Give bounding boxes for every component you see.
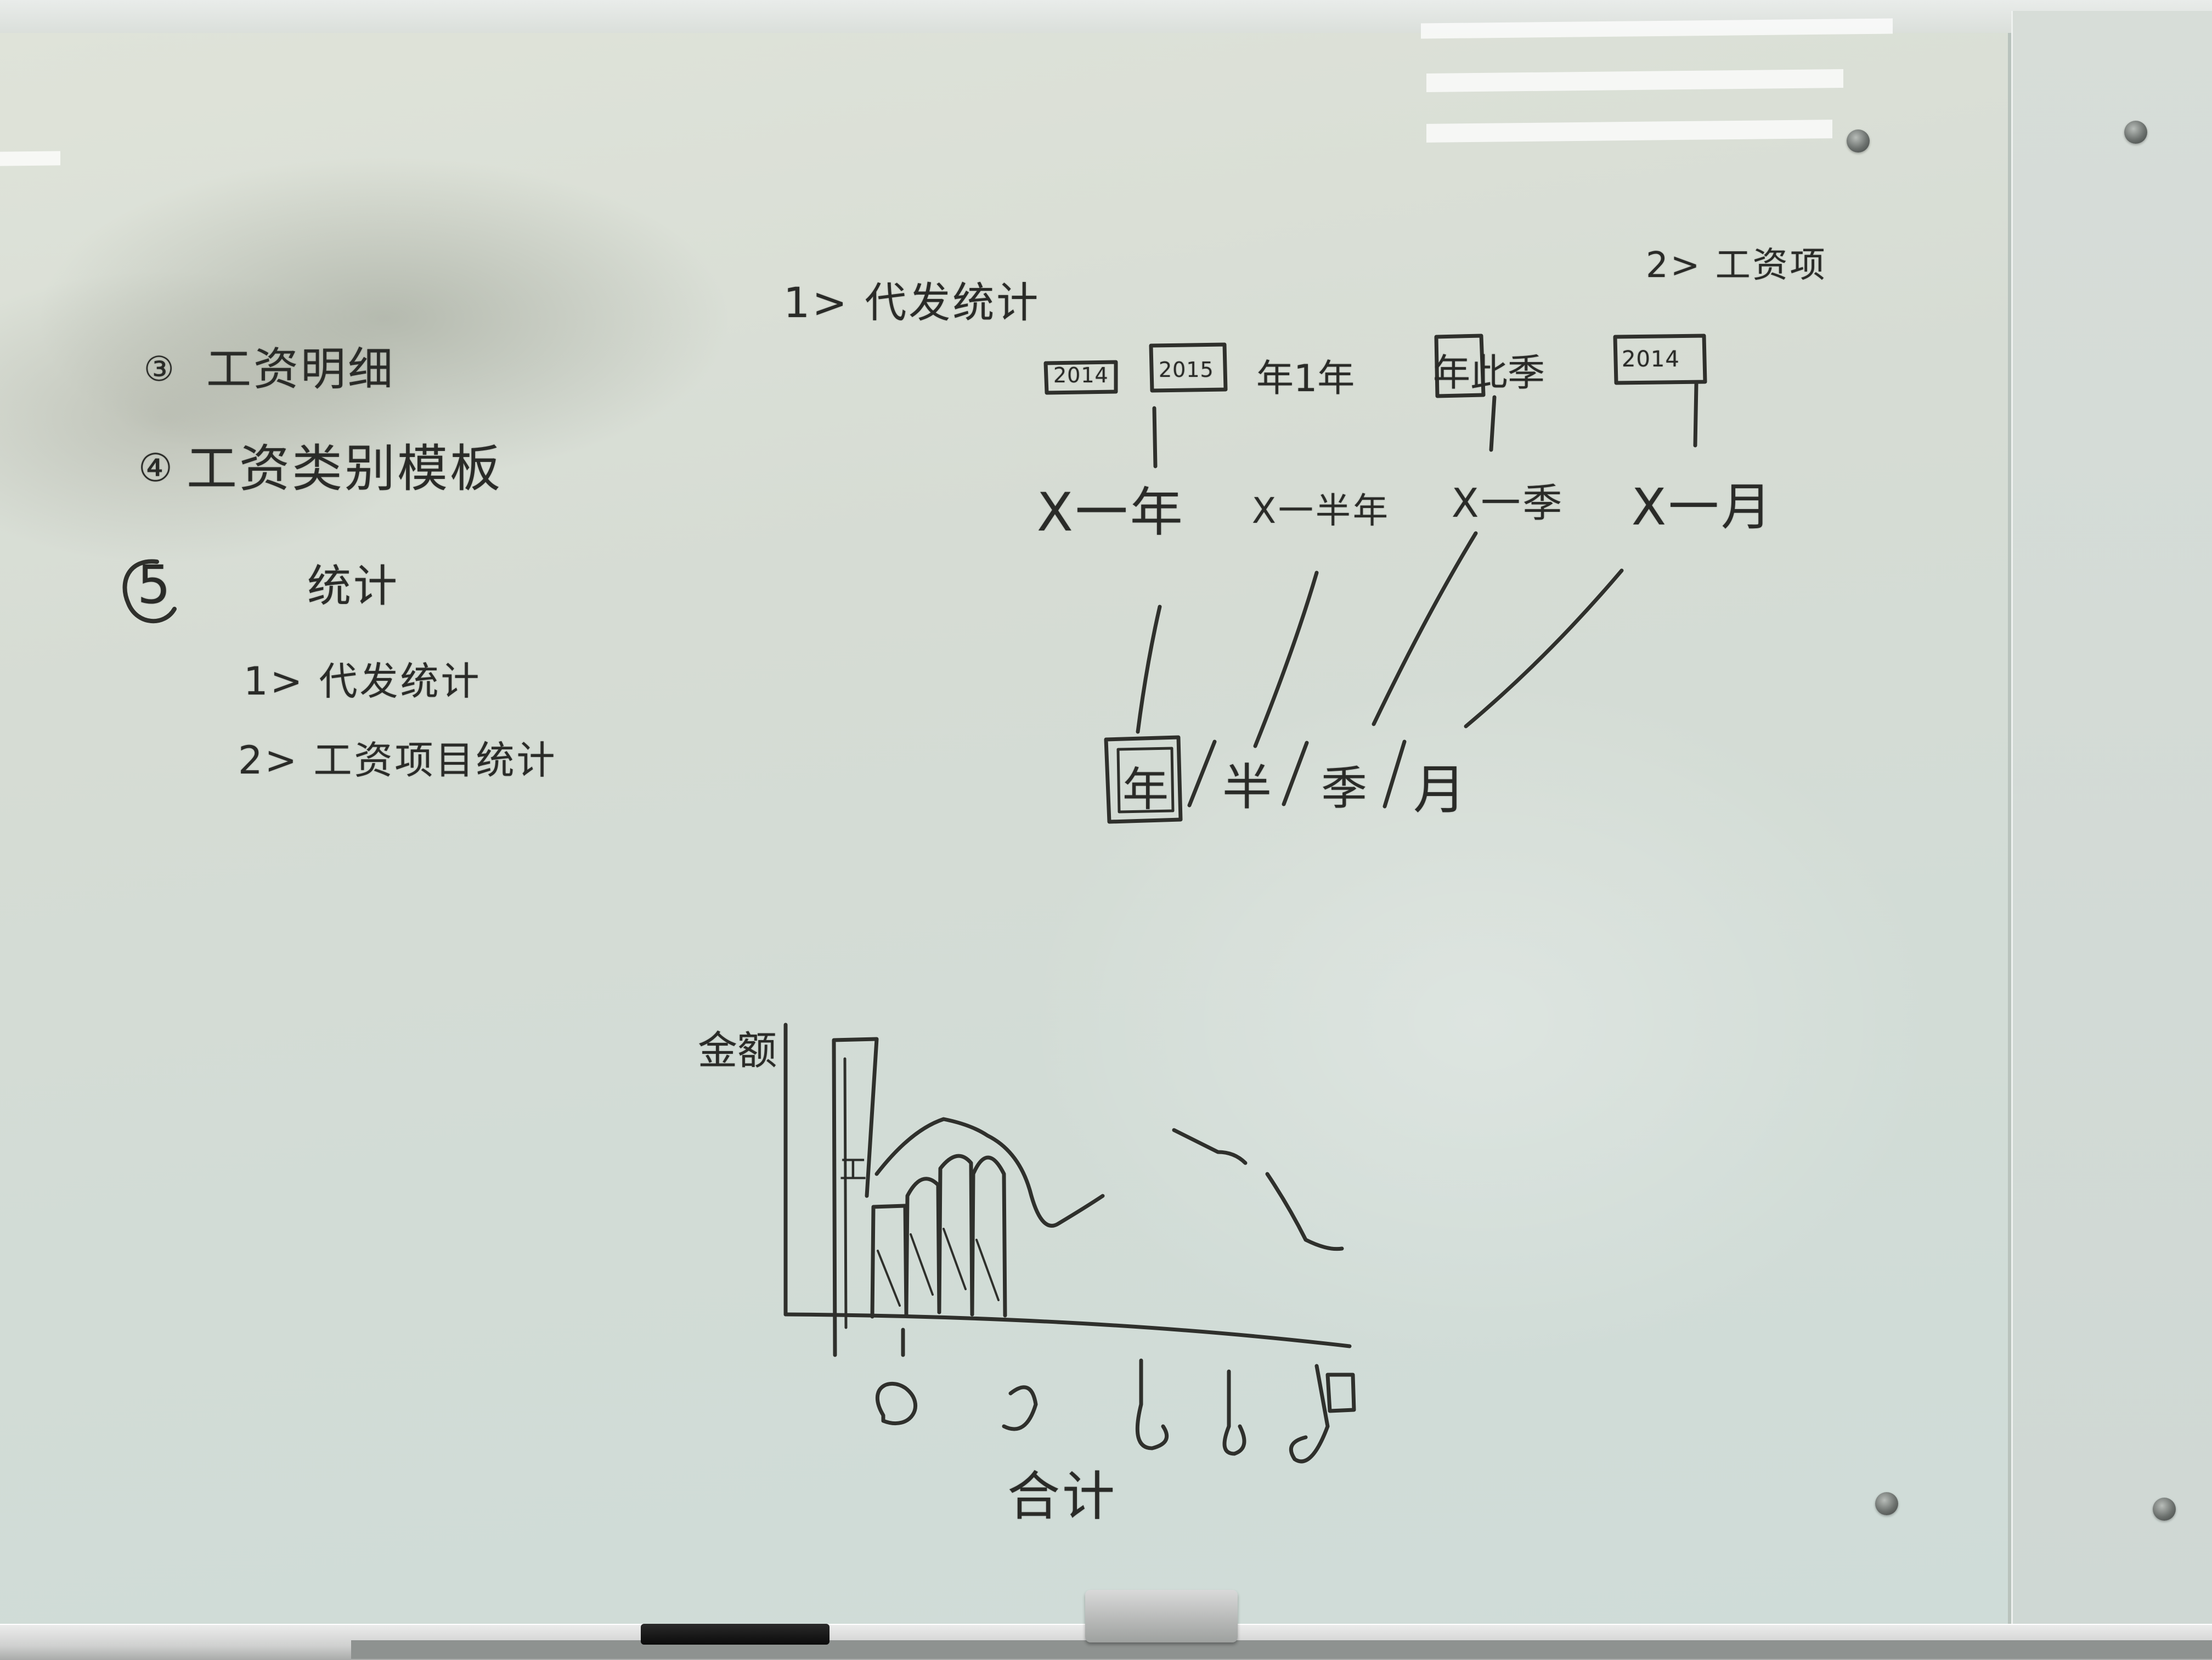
filter-box-1a (1043, 360, 1118, 395)
filter-box-3-label: 年此季 (1433, 352, 1545, 395)
sketch-chart-xlabel: 合计 (1007, 1466, 1117, 1527)
connector-line (1693, 382, 1699, 448)
list-sub-item-2: 2> 工资项目统计 (238, 738, 557, 783)
filter-box-1b-label: 2015 (1159, 358, 1214, 382)
x-label-month: X一月 (1632, 478, 1774, 537)
filter-box-2-label: 年1年 (1256, 357, 1355, 400)
slash-separator (1383, 739, 1407, 809)
list-item-4-text: 工资类别模板 (187, 439, 503, 498)
sketch-chart-bar (870, 1204, 909, 1319)
period-option-year-box-inner (1116, 747, 1175, 814)
slash-separator (1187, 739, 1217, 808)
sketch-chart-hatch (877, 1228, 1000, 1307)
list-marker-5: 5 (137, 554, 173, 616)
connector-line (1372, 531, 1478, 726)
list-item-3-text: 工资明细 (206, 343, 396, 396)
sketch-chart-tick-mark (1135, 1358, 1169, 1450)
sketch-chart-inner-line (843, 1057, 848, 1329)
mounting-bolt (1875, 1492, 1898, 1515)
sketch-chart-trend-curve (1172, 1128, 1248, 1165)
connector-line (1253, 571, 1319, 748)
sketch-chart-bar (937, 1154, 974, 1317)
sketch-chart-trend-curve (1265, 1172, 1344, 1251)
period-option-half: 半 (1222, 759, 1274, 816)
mounting-bolt (2124, 121, 2147, 144)
filter-box-4 (1613, 334, 1707, 385)
sketch-chart-trend-curve (874, 1117, 1105, 1228)
corner-note: 2> 工资项 (1646, 245, 1827, 286)
mounting-bolt (1847, 129, 1870, 153)
period-option-year-box (1104, 735, 1183, 824)
x-label-year: X一年 (1037, 482, 1185, 543)
sketch-chart-tall-bar (832, 1037, 879, 1357)
list-item-5-text: 统计 (307, 561, 399, 612)
period-option-month: 月 (1413, 759, 1468, 821)
sketch-chart-bar (970, 1155, 1007, 1318)
list-sub-item-1: 1> 代发统计 (244, 659, 482, 704)
sketch-chart-tick-mark (1002, 1385, 1038, 1431)
slash-separator (1282, 741, 1309, 806)
sketch-chart-bar-mark: 工 (839, 1154, 869, 1185)
connector-line (1152, 406, 1158, 468)
sketch-chart-tick-mark (1289, 1364, 1330, 1464)
whiteboard-right-panel (2011, 11, 2212, 1624)
filter-box-1a-label: 2014 (1053, 363, 1109, 387)
whiteboard-marker (641, 1624, 830, 1645)
sketch-chart-bar (904, 1177, 941, 1314)
filter-box-3 (1434, 334, 1486, 398)
connector-line (1136, 605, 1162, 734)
filter-box-4-label: 2014 (1622, 347, 1680, 372)
sketch-chart-ylabel: 金额 (698, 1027, 777, 1074)
period-option-quarter: 季 (1321, 761, 1370, 815)
whiteboard-eraser (1085, 1590, 1238, 1642)
circle-five (122, 559, 177, 624)
connector-line (1464, 568, 1624, 729)
whiteboard (0, 33, 2011, 1624)
x-label-half-year: X一半年 (1252, 491, 1390, 532)
mounting-bolt (2153, 1498, 2176, 1521)
sketch-chart-tick-mark (1325, 1373, 1356, 1413)
sketch-chart-x-axis (783, 1312, 1352, 1348)
connector-line (1489, 395, 1497, 452)
list-marker-3: ③ (144, 349, 177, 389)
period-option-year: 年 (1122, 763, 1169, 816)
right-section-title: 1> 代发统计 (783, 278, 1041, 327)
filter-box-1b (1149, 342, 1228, 393)
sketch-chart-tick-mark (1222, 1369, 1246, 1456)
list-marker-4: ④ (138, 445, 175, 490)
sketch-chart-tick-mark (875, 1381, 917, 1426)
x-label-quarter: X一季 (1452, 480, 1565, 526)
